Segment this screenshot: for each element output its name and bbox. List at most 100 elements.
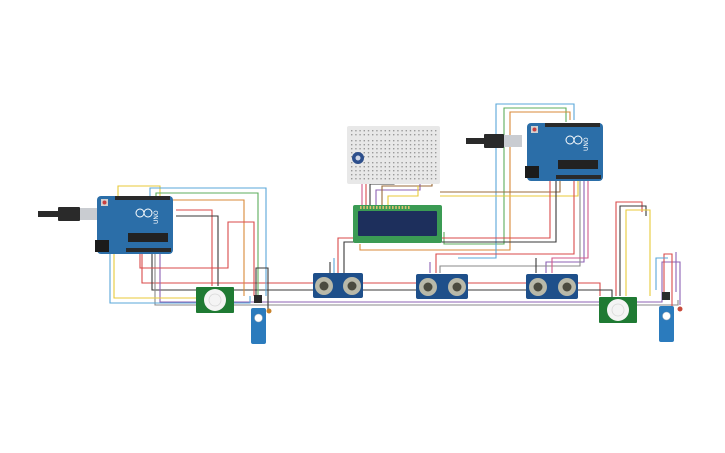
breadboard-hole[interactable] — [422, 166, 424, 168]
breadboard-hole[interactable] — [430, 148, 433, 150]
breadboard-hole[interactable] — [405, 170, 407, 172]
breadboard-hole[interactable] — [384, 178, 386, 180]
breadboard-hole[interactable] — [351, 152, 353, 154]
wire-right-pir-yellow[interactable] — [625, 209, 651, 296]
breadboard-hole[interactable] — [367, 140, 370, 142]
lcd-pin[interactable] — [385, 206, 388, 209]
breadboard-hole[interactable] — [388, 130, 391, 132]
ultrasonic-sensor-2[interactable] — [416, 274, 468, 299]
breadboard-hole[interactable] — [422, 130, 424, 132]
breadboard-hole[interactable] — [380, 178, 382, 180]
breadboard-hole[interactable] — [384, 152, 386, 154]
breadboard-hole[interactable] — [414, 170, 416, 172]
wire-right-pir-red[interactable] — [615, 201, 643, 296]
wire-yellow-lower[interactable] — [113, 252, 200, 299]
breadboard-hole[interactable] — [409, 140, 412, 142]
breadboard-hole[interactable] — [397, 140, 399, 142]
breadboard-hole[interactable] — [351, 174, 353, 176]
breadboard-hole[interactable] — [363, 170, 365, 172]
lcd-pin[interactable] — [398, 206, 400, 209]
breadboard-hole[interactable] — [372, 174, 374, 176]
breadboard-hole[interactable] — [363, 134, 365, 136]
breadboard-hole[interactable] — [426, 174, 428, 176]
potentiometer-knob[interactable] — [355, 155, 361, 161]
lcd-pin[interactable] — [382, 206, 384, 209]
breadboard-hole[interactable] — [409, 130, 412, 132]
breadboard-hole[interactable] — [397, 134, 399, 136]
breadboard-hole[interactable] — [376, 130, 378, 132]
breadboard-hole[interactable] — [393, 130, 395, 132]
breadboard-hole[interactable] — [367, 144, 370, 146]
lcd-16x2[interactable] — [353, 205, 442, 243]
wire-right-servo-blue[interactable] — [655, 257, 668, 290]
breadboard-hole[interactable] — [351, 156, 353, 158]
breadboard-hole[interactable] — [435, 162, 437, 164]
breadboard-hole[interactable] — [401, 130, 403, 132]
breadboard-hole[interactable] — [418, 166, 420, 168]
wire-red-servo-left[interactable] — [139, 221, 255, 296]
breadboard-hole[interactable] — [367, 162, 370, 164]
breadboard-hole[interactable] — [414, 166, 416, 168]
breadboard-hole[interactable] — [422, 162, 424, 164]
breadboard-hole[interactable] — [435, 174, 437, 176]
breadboard-hole[interactable] — [359, 148, 361, 150]
breadboard-hole[interactable] — [401, 152, 403, 154]
breadboard-hole[interactable] — [426, 162, 428, 164]
breadboard-hole[interactable] — [393, 152, 395, 154]
breadboard-hole[interactable] — [388, 166, 391, 168]
breadboard-hole[interactable] — [376, 144, 378, 146]
breadboard-hole[interactable] — [372, 130, 374, 132]
breadboard-hole[interactable] — [397, 166, 399, 168]
breadboard-hole[interactable] — [367, 134, 370, 136]
breadboard-hole[interactable] — [351, 148, 353, 150]
breadboard-hole[interactable] — [351, 166, 353, 168]
breadboard-hole[interactable] — [409, 162, 412, 164]
breadboard-hole[interactable] — [359, 134, 361, 136]
breadboard-hole[interactable] — [388, 134, 391, 136]
breadboard-hole[interactable] — [405, 178, 407, 180]
breadboard-hole[interactable] — [435, 166, 437, 168]
breadboard-hole[interactable] — [401, 144, 403, 146]
breadboard-hole[interactable] — [380, 130, 382, 132]
breadboard-hole[interactable] — [435, 140, 437, 142]
breadboard-hole[interactable] — [376, 162, 378, 164]
breadboard-hole[interactable] — [393, 144, 395, 146]
breadboard-hole[interactable] — [397, 174, 399, 176]
breadboard-hole[interactable] — [363, 148, 365, 150]
breadboard-hole[interactable] — [405, 166, 407, 168]
potentiometer[interactable] — [352, 152, 364, 164]
wire-right-yellow[interactable] — [440, 180, 579, 197]
breadboard-hole[interactable] — [422, 144, 424, 146]
breadboard-hole[interactable] — [351, 144, 353, 146]
breadboard-hole[interactable] — [388, 152, 391, 154]
breadboard-hole[interactable] — [384, 162, 386, 164]
breadboard-hole[interactable] — [435, 130, 437, 132]
breadboard-hole[interactable] — [405, 152, 407, 154]
breadboard-hole[interactable] — [376, 134, 378, 136]
breadboard-hole[interactable] — [409, 134, 412, 136]
breadboard-hole[interactable] — [435, 170, 437, 172]
breadboard-hole[interactable] — [351, 134, 353, 136]
breadboard-hole[interactable] — [405, 140, 407, 142]
breadboard-hole[interactable] — [384, 134, 386, 136]
breadboard-hole[interactable] — [418, 130, 420, 132]
breadboard-hole[interactable] — [430, 170, 433, 172]
breadboard-hole[interactable] — [401, 162, 403, 164]
breadboard-hole[interactable] — [380, 144, 382, 146]
breadboard-hole[interactable] — [426, 170, 428, 172]
breadboard-hole[interactable] — [414, 144, 416, 146]
breadboard-hole[interactable] — [372, 178, 374, 180]
wire-right-red2[interactable] — [435, 180, 575, 273]
breadboard-hole[interactable] — [393, 174, 395, 176]
breadboard-hole[interactable] — [380, 156, 382, 158]
breadboard-hole[interactable] — [409, 174, 412, 176]
breadboard-hole[interactable] — [422, 156, 424, 158]
breadboard-hole[interactable] — [409, 170, 412, 172]
breadboard-hole[interactable] — [367, 130, 370, 132]
breadboard-hole[interactable] — [418, 140, 420, 142]
breadboard-hole[interactable] — [393, 156, 395, 158]
breadboard-hole[interactable] — [422, 174, 424, 176]
breadboard-hole[interactable] — [388, 140, 391, 142]
breadboard-hole[interactable] — [380, 166, 382, 168]
breadboard-hole[interactable] — [363, 144, 365, 146]
